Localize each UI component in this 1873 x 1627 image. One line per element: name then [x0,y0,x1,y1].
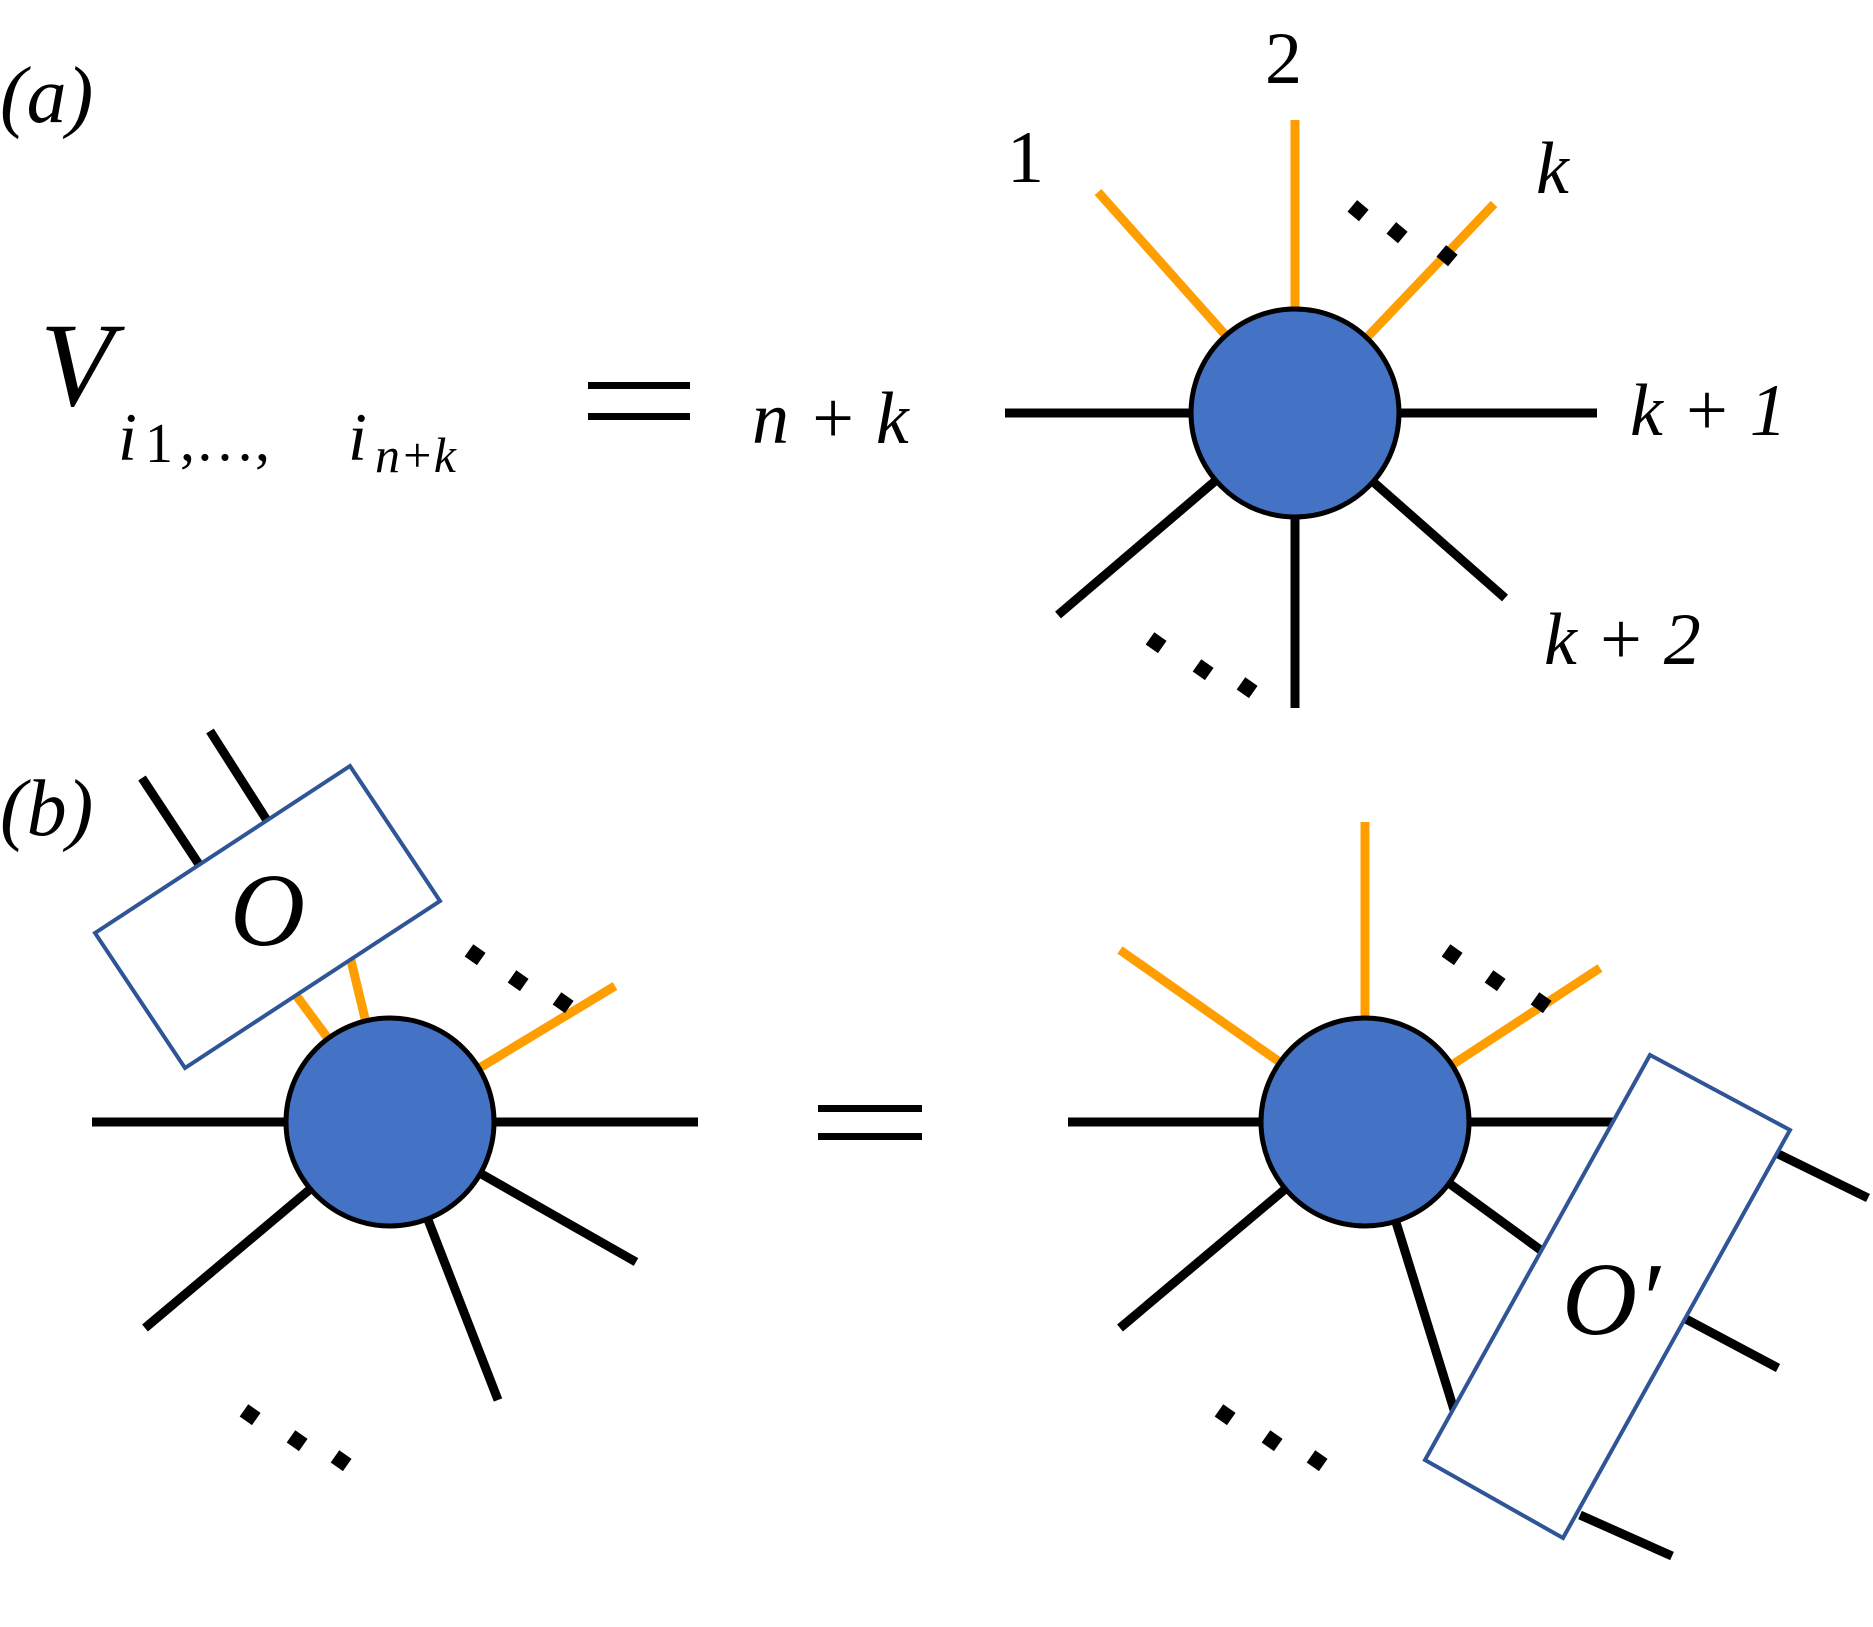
lhs-ellipsis-lower [239,1404,352,1472]
operator-o-prime-label: O′ [1562,1242,1662,1357]
tensor-index-n-plus-k: n+k [375,427,457,483]
operator-o-prime-out-leg-1 [1768,1145,1870,1203]
equals-sign-a [588,382,690,420]
tensor-symbol-V: V [40,298,125,431]
tensor-node-b-right [1258,1015,1472,1229]
operator-o-prime-box [1422,1052,1793,1541]
panel-b: (b) O [0,728,1870,1561]
operator-o-out-leg-1 [138,775,204,869]
tensor-node-b-left [283,1015,497,1229]
lhs-network: O [92,728,698,1472]
ellipsis-upper-a [1347,200,1458,267]
leg-label-2: 2 [1265,18,1302,100]
tensor-index-i: i [118,399,137,475]
leg-label-n-plus-k: n + k [752,378,910,460]
panel-a-label: (a) [0,52,93,140]
leg-label-k-plus-1: k + 1 [1630,370,1787,452]
operator-o-prime-out-leg-2 [1681,1314,1781,1372]
rhs-network: O′ [1068,822,1870,1561]
tensor-index-i-last: i [348,399,367,475]
panel-b-label: (b) [0,765,93,853]
panel-a: (a) V i 1 ,…, i n+k [0,18,1787,708]
operator-o-out-leg-2 [206,728,272,825]
leg-label-k-plus-2: k + 2 [1544,599,1701,681]
leg-label-k: k [1536,128,1570,210]
tensor-node-a [1188,306,1402,520]
operator-o-box [92,763,443,1071]
tensor-index-1: 1 [145,413,173,475]
tensor-index-ellipsis: ,…, [180,407,270,473]
leg-label-1: 1 [1007,117,1044,199]
rhs-ellipsis-lower [1214,1404,1328,1472]
operator-o-prime-out-leg-3 [1578,1510,1674,1561]
lhs-ellipsis-upper [464,944,574,1014]
tensor-symbol: V i 1 ,…, i n+k [40,298,457,483]
rhs-ellipsis-upper [1441,944,1552,1014]
equals-sign-b [818,1105,922,1140]
operator-o-label: O [230,853,305,968]
ellipsis-lower-a [1145,632,1258,699]
